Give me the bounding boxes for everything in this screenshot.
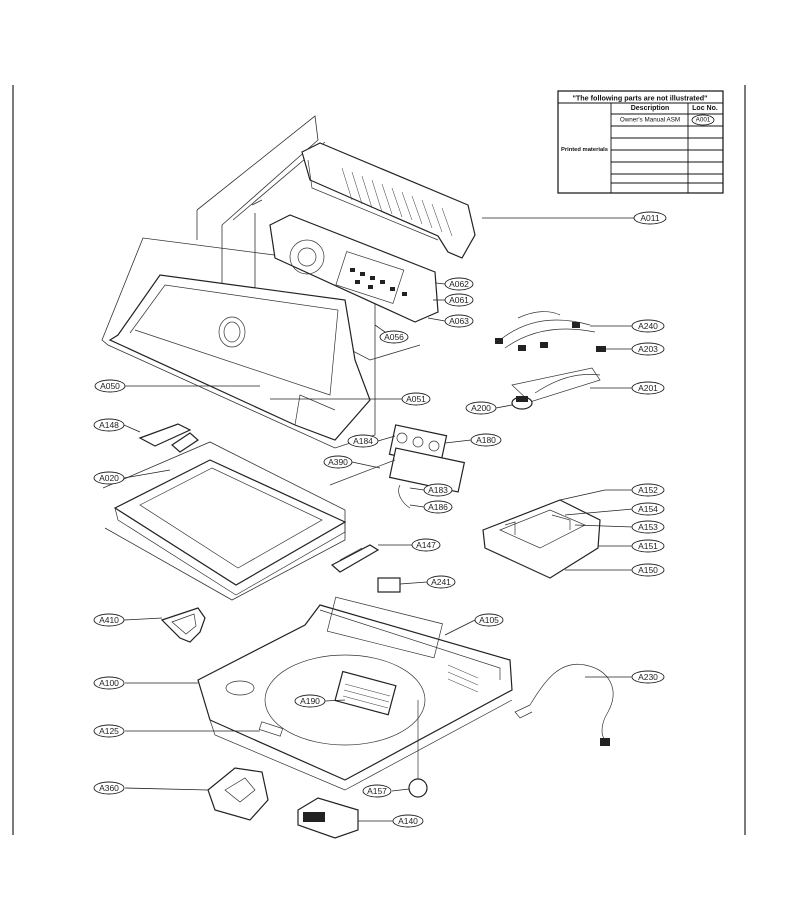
part-tag-a151: A151: [631, 539, 665, 553]
pump-part: [207, 767, 269, 821]
part-tag-a140: A140: [392, 814, 424, 828]
svg-text:A125: A125: [99, 726, 119, 736]
part-tag-a360: A360: [93, 781, 125, 795]
sensor-part: [377, 577, 401, 593]
part-tag-a184: A184: [347, 434, 379, 448]
svg-text:A153: A153: [638, 522, 658, 532]
rear-panel-part: [301, 142, 476, 259]
legend-table: "The following parts are not illustrated…: [557, 90, 724, 194]
part-tag-a152: A152: [631, 483, 665, 497]
legend-col-loc: Loc No.: [692, 105, 718, 112]
svg-text:A011: A011: [640, 213, 659, 223]
svg-text:A062: A062: [449, 279, 469, 289]
svg-text:A183: A183: [428, 485, 448, 495]
legend-loc-circle: [691, 114, 715, 126]
svg-text:A150: A150: [638, 565, 658, 575]
svg-text:A147: A147: [416, 540, 436, 550]
wire-harness-part: [495, 311, 596, 351]
part-tag-a390: A390: [323, 455, 353, 469]
svg-text:A154: A154: [638, 504, 658, 514]
part-tag-a150: A150: [631, 563, 665, 577]
part-tag-a154: A154: [631, 502, 665, 516]
svg-text:A241: A241: [431, 577, 451, 587]
part-tag-a230: A230: [631, 670, 665, 684]
svg-text:A201: A201: [638, 383, 658, 393]
legend-title: "The following parts are not illustrated…: [572, 94, 707, 103]
lid-part: [113, 459, 347, 596]
part-tag-a410: A410: [93, 613, 125, 627]
part-tag-a203: A203: [631, 342, 665, 356]
bracket-part: [138, 423, 199, 453]
control-box-part: [297, 797, 359, 839]
part-tag-a100: A100: [93, 676, 125, 690]
bleach-cup-part: [160, 607, 206, 643]
part-tag-a157: A157: [362, 784, 392, 798]
lint-filter-part: [334, 670, 397, 716]
leader-lines: [123, 217, 634, 822]
pressure-switch-part: [511, 367, 601, 410]
svg-text:A105: A105: [479, 615, 499, 625]
svg-text:A200: A200: [471, 403, 491, 413]
control-board-part: [269, 214, 439, 323]
part-tag-a062: A062: [444, 277, 474, 291]
control-panel-housing-part: [108, 274, 371, 441]
legend-row-loc: A001: [696, 117, 711, 124]
svg-text:A061: A061: [449, 295, 469, 305]
svg-text:A186: A186: [428, 502, 448, 512]
part-tag-a201: A201: [631, 381, 665, 395]
part-tag-a190: A190: [294, 694, 326, 708]
svg-text:A151: A151: [638, 541, 658, 551]
part-tag-a050: A050: [94, 379, 126, 393]
detergent-dispenser-part: [482, 499, 601, 579]
part-tag-a020: A020: [93, 471, 125, 485]
svg-text:A051: A051: [406, 394, 426, 404]
part-tag-a186: A186: [423, 500, 453, 514]
small-connector-part: [596, 346, 606, 352]
svg-text:A140: A140: [398, 816, 418, 826]
power-cord-part: [514, 663, 614, 746]
svg-text:A180: A180: [476, 435, 496, 445]
svg-text:A063: A063: [449, 316, 469, 326]
svg-text:A157: A157: [367, 786, 387, 796]
part-tag-a061: A061: [444, 293, 474, 307]
part-tag-a180: A180: [470, 433, 502, 447]
part-tag-a148: A148: [93, 418, 125, 432]
svg-text:A148: A148: [99, 420, 119, 430]
svg-text:A152: A152: [638, 485, 658, 495]
part-tag-a240: A240: [631, 319, 665, 333]
svg-text:A410: A410: [99, 615, 119, 625]
legend-row-group: Printed materials: [561, 147, 608, 153]
part-tag-a147: A147: [411, 538, 441, 552]
knob-part: [408, 700, 428, 798]
part-tag-a011: A011: [633, 211, 667, 225]
legend-col-description: Description: [631, 105, 670, 112]
part-tag-a153: A153: [631, 520, 665, 534]
svg-text:A390: A390: [328, 457, 348, 467]
water-valve-part: [329, 424, 466, 509]
svg-text:A190: A190: [300, 696, 320, 706]
svg-text:A184: A184: [353, 436, 373, 446]
part-tag-a105: A105: [474, 613, 504, 627]
svg-text:A050: A050: [100, 381, 120, 391]
hinge-bracket-part: [330, 544, 380, 573]
legend-row-description: Owner's Manual ASM: [620, 117, 680, 124]
svg-text:A360: A360: [99, 783, 119, 793]
part-tag-a125: A125: [93, 724, 125, 738]
part-tag-a183: A183: [423, 483, 453, 497]
part-tag-a241: A241: [426, 575, 456, 589]
svg-text:A240: A240: [638, 321, 658, 331]
part-tag-a051: A051: [401, 392, 431, 406]
svg-text:A056: A056: [384, 332, 404, 342]
svg-text:A020: A020: [99, 473, 119, 483]
part-tag-a056: A056: [379, 330, 409, 344]
part-tag-a200: A200: [465, 401, 497, 415]
svg-text:A203: A203: [638, 344, 658, 354]
svg-text:A100: A100: [99, 678, 119, 688]
part-tag-a063: A063: [444, 314, 474, 328]
svg-text:A230: A230: [638, 672, 658, 682]
